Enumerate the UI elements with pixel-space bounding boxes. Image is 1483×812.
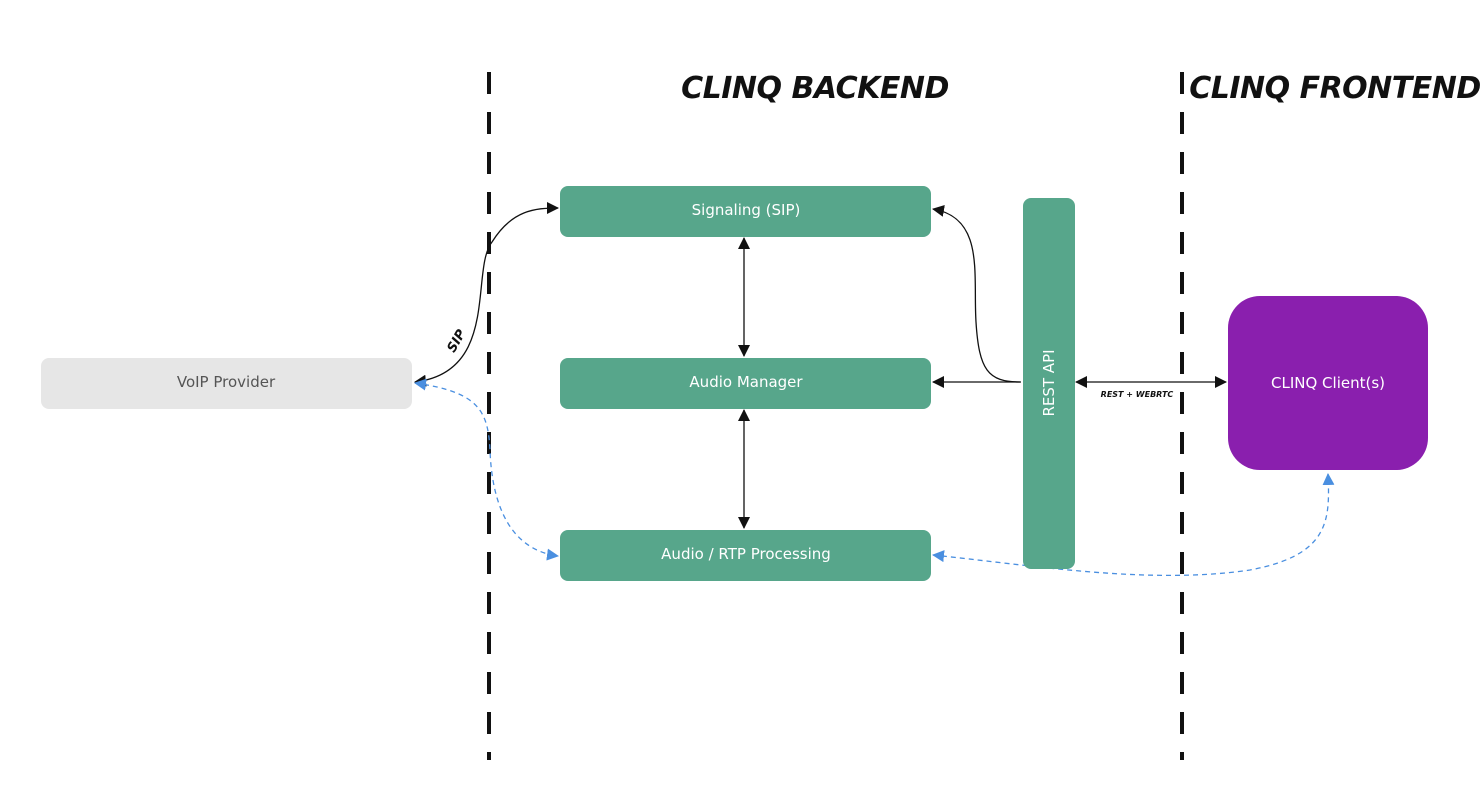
audio-rtp-processing-box [560,530,931,581]
frontend-section-title: CLINQ FRONTEND [1189,71,1481,106]
signaling-sip-box [560,186,931,237]
rtp-client-media-connector [932,473,1335,577]
rest-api-node[interactable]: REST API [1023,198,1075,569]
audio-manager-label: Audio Manager [689,373,803,391]
rest-api-label: REST API [1040,349,1058,416]
signaling-rest-api-connector [932,204,1021,383]
clinq-client-label: CLINQ Client(s) [1271,374,1385,392]
voip-provider-box [41,358,412,409]
rest-api-box [1023,198,1075,569]
audio-rtp-processing-label: Audio / RTP Processing [661,545,831,563]
provider-rtp-media-connector [414,378,559,561]
signaling-sip-node[interactable]: Signaling (SIP) [560,186,931,237]
voip-provider-label: VoIP Provider [177,373,276,391]
clinq-client-node[interactable]: CLINQ Client(s) [1228,296,1428,470]
backend-section-title: CLINQ BACKEND [681,71,949,106]
rest-webrtc-edge-label: REST + WEBRTC [1101,390,1174,399]
audio-rtp-processing-node[interactable]: Audio / RTP Processing [560,530,931,581]
voip-provider-node[interactable]: VoIP Provider [41,358,412,409]
sip-connector [414,202,559,387]
audio-manager-box [560,358,931,409]
clinq-client-box [1228,296,1428,470]
audio-manager-node[interactable]: Audio Manager [560,358,931,409]
signaling-sip-label: Signaling (SIP) [692,201,801,219]
